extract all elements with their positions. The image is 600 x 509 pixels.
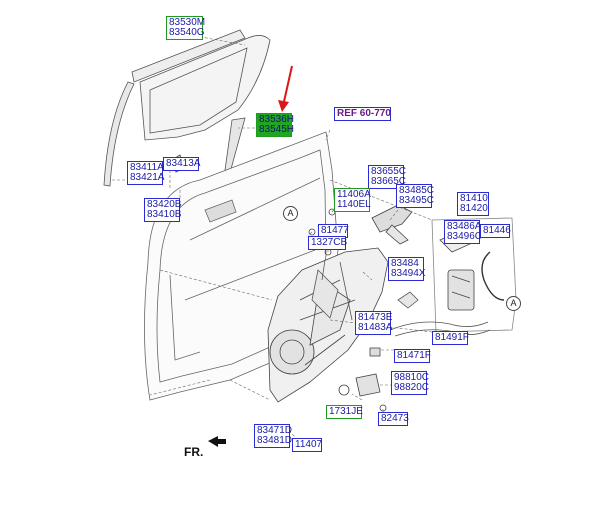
red-arrow [282,65,293,107]
latch-rod [481,251,505,301]
window-regulator [311,259,353,321]
outside-handle [371,204,413,245]
red-arrow-head [278,100,289,112]
door-cables [389,291,491,337]
label-bolt3: 11407 [292,438,322,452]
latch-box [431,217,517,333]
marker-a-left: A [283,206,298,221]
label-rod: 81446 [480,224,511,238]
label-cable2: 81471F [394,349,431,363]
label-clip: 83413A [163,157,200,171]
label-nut: 82473 [378,412,409,426]
glass-run-channel [103,81,135,187]
label-grommet: 1731JE [326,405,363,419]
fr-arrow-icon [208,436,226,447]
label-cable: 81491F [432,331,469,345]
marker-a-right: A [506,296,521,311]
label-ref[interactable]: REF 60-770 [334,107,391,121]
label-screw: 1327CB [308,236,347,250]
window-glass [139,35,271,141]
direction-label: FR. [184,445,204,459]
